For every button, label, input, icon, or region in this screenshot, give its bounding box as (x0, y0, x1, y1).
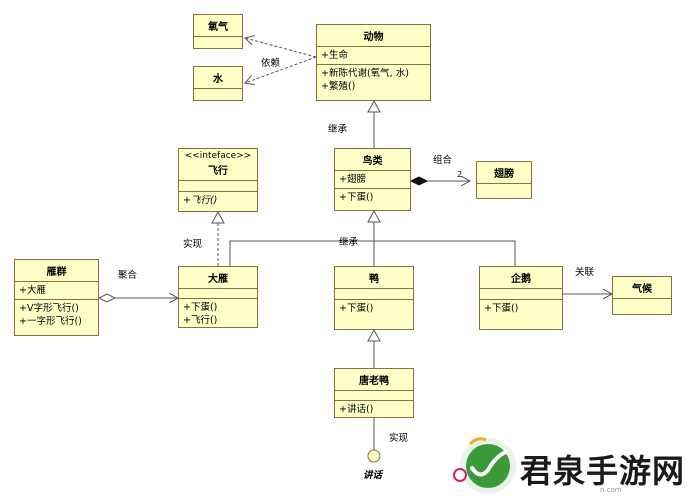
realize-arrowhead-fly (211, 210, 225, 224)
class-goose-flock-attr: +大雁 (19, 285, 46, 296)
composition-diamond (409, 176, 429, 186)
class-bird-attrs: +翅膀 (335, 170, 410, 188)
class-animal-name: 动物 (363, 32, 384, 43)
label-association: 关联 (575, 267, 595, 278)
label-inherit-top: 继承 (328, 124, 348, 135)
class-penguin-name: 企鹅 (511, 274, 531, 285)
class-donald-duck-attrs (335, 390, 413, 400)
class-climate: 气候 (612, 276, 672, 315)
class-penguin: 企鹅 +下蛋() (479, 266, 563, 330)
class-animal-op: +繁殖() (321, 81, 356, 92)
label-aggregation: 聚合 (118, 270, 138, 281)
class-goose-name: 大雁 (208, 274, 228, 285)
aggregation-diamond (97, 293, 117, 303)
inherit-line-penguin (374, 240, 516, 266)
label-realize-goose: 实现 (183, 239, 203, 250)
class-goose-flock-name: 雁群 (46, 267, 67, 278)
label-composition: 组合 (433, 155, 453, 166)
class-goose-flock-attrs: +大雁 (15, 281, 98, 299)
class-duck-attrs (335, 288, 413, 299)
interface-fly-attrs (179, 180, 257, 191)
dependency-line-oxygen (245, 38, 317, 58)
class-goose: 大雁 +下蛋() +飞行() (178, 266, 258, 328)
label-realize-speak: 实现 (389, 433, 409, 444)
class-wing-name: 翅膀 (494, 169, 514, 180)
class-bird-name: 鸟类 (362, 156, 383, 167)
class-water-name: 水 (213, 74, 223, 85)
interface-fly-stereotype: <<inteface>> (184, 151, 252, 161)
watermark-logo-icon (453, 437, 516, 494)
class-animal-attrs: +生命 (317, 46, 430, 64)
class-bird-ops: +下蛋() (335, 188, 410, 206)
class-goose-op: +飞行() (183, 315, 218, 326)
class-bird: 鸟类 +翅膀 +下蛋() (334, 148, 411, 211)
class-oxygen-attrs (194, 36, 242, 50)
class-donald-duck-op: +讲话() (339, 404, 374, 415)
class-bird-op: +下蛋() (339, 192, 374, 203)
interface-fly-name: 飞行 (208, 166, 228, 177)
label-inherit-mid: 继承 (339, 237, 359, 248)
class-goose-flock-op: +一字形飞行() (19, 316, 82, 327)
class-goose-flock-ops: +V字形飞行() +一字形飞行() (15, 299, 98, 330)
speak-interface-circle (367, 449, 381, 463)
inherit-arrowhead-animal (367, 99, 381, 113)
class-oxygen: 氧气 (193, 14, 243, 49)
class-goose-attrs (179, 288, 257, 298)
class-climate-attrs (613, 298, 671, 312)
class-goose-flock: 雁群 +大雁 +V字形飞行() +一字形飞行() (14, 259, 99, 336)
dependency-line-water (245, 56, 317, 83)
class-penguin-ops: +下蛋() (480, 299, 562, 317)
interface-fly-ops: +飞行() (179, 191, 257, 209)
class-goose-ops: +下蛋() +飞行() (179, 298, 257, 329)
class-animal-ops: +新陈代谢(氧气, 水) +繁殖() (317, 64, 430, 95)
class-animal: 动物 +生命 +新陈代谢(氧气, 水) +繁殖() (316, 24, 431, 101)
class-goose-op: +下蛋() (183, 302, 218, 313)
class-climate-name: 气候 (632, 284, 652, 295)
class-water: 水 (193, 66, 243, 101)
class-animal-op: +新陈代谢(氧气, 水) (321, 68, 409, 79)
class-duck-op: +下蛋() (339, 303, 374, 314)
class-duck-ops: +下蛋() (335, 299, 413, 317)
class-donald-duck-name: 唐老鸭 (359, 376, 389, 387)
class-animal-attr: +生命 (321, 50, 348, 61)
class-water-attrs (194, 88, 242, 102)
label-composition-multiplicity: 2 (457, 170, 463, 179)
class-duck: 鸭 +下蛋() (334, 266, 414, 330)
label-dependency: 依赖 (261, 58, 281, 69)
class-penguin-op: +下蛋() (484, 303, 519, 314)
class-duck-name: 鸭 (369, 274, 379, 285)
interface-fly-op: +飞行() (183, 195, 218, 206)
class-oxygen-name: 氧气 (208, 22, 228, 33)
class-bird-attr: +翅膀 (339, 174, 366, 185)
class-wing-attrs (477, 183, 531, 197)
label-speak-interface: 讲话 (363, 470, 383, 481)
class-donald-duck: 唐老鸭 +讲话() (334, 368, 414, 418)
class-wing: 翅膀 (476, 161, 532, 199)
interface-fly: <<inteface>> 飞行 +飞行() (178, 148, 258, 212)
watermark-subtext: n.com (600, 486, 622, 494)
watermark-text: 君泉手游网 (520, 452, 686, 490)
class-penguin-attrs (480, 288, 562, 299)
inherit-arrowhead-bird (367, 209, 381, 223)
class-goose-flock-op: +V字形飞行() (19, 303, 79, 314)
class-donald-duck-ops: +讲话() (335, 400, 413, 418)
inherit-arrowhead-duck (367, 328, 381, 342)
inherit-line-goose (229, 240, 374, 266)
